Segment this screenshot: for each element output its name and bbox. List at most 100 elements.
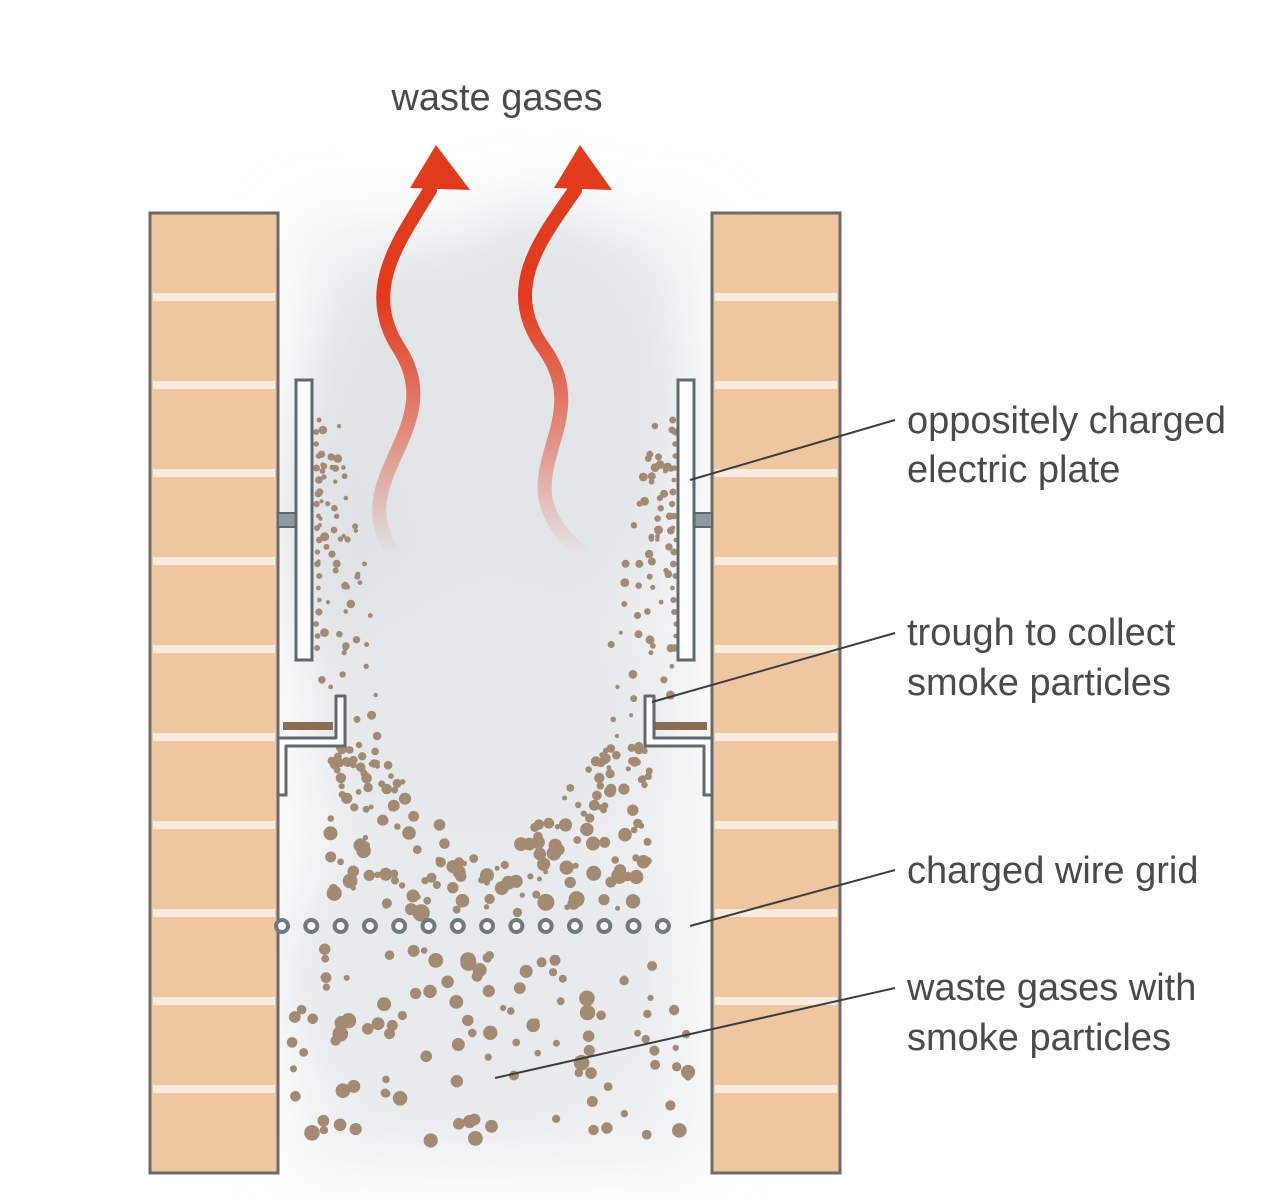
smoke-particle bbox=[382, 901, 391, 909]
wire-grid-dot bbox=[479, 918, 496, 934]
smoke-particle bbox=[556, 997, 565, 1006]
smoke-particle bbox=[338, 783, 345, 790]
smoke-particle bbox=[483, 904, 490, 910]
smoke-particle bbox=[341, 533, 346, 539]
smoke-particle bbox=[606, 765, 612, 771]
smoke-particle bbox=[672, 453, 678, 459]
smoke-particle bbox=[654, 525, 663, 535]
smoke-particle bbox=[615, 684, 620, 690]
smoke-particle bbox=[374, 871, 381, 878]
smoke-particle bbox=[333, 766, 341, 774]
smoke-particle bbox=[643, 837, 652, 846]
smoke-particle bbox=[317, 1114, 330, 1127]
smoke-particle bbox=[358, 766, 366, 773]
smoke-particle bbox=[314, 525, 320, 531]
smoke-particle bbox=[564, 876, 576, 889]
smoke-particle bbox=[329, 759, 338, 769]
smoke-particle bbox=[350, 803, 359, 812]
smoke-particle bbox=[621, 559, 630, 568]
smoke-particle bbox=[343, 609, 349, 614]
smoke-particle bbox=[299, 1048, 308, 1057]
smoke-particle bbox=[316, 513, 321, 519]
smoke-particle bbox=[482, 984, 495, 998]
smoke-particle bbox=[368, 761, 375, 767]
mortar-line bbox=[153, 909, 275, 917]
smoke-particle bbox=[635, 559, 644, 568]
smoke-particle bbox=[630, 826, 638, 834]
smoke-particle bbox=[580, 822, 594, 837]
smoke-particle bbox=[580, 810, 587, 817]
smoke-particle bbox=[383, 760, 393, 770]
smoke-particle bbox=[353, 715, 361, 723]
smoke-particle bbox=[355, 741, 363, 749]
smoke-particle bbox=[455, 893, 470, 908]
smoke-particle bbox=[368, 804, 374, 810]
smoke-particle bbox=[634, 758, 641, 766]
smoke-particle bbox=[379, 867, 393, 881]
smoke-particle bbox=[316, 573, 323, 579]
smoke-particle bbox=[363, 869, 375, 882]
smoke-particle bbox=[339, 671, 346, 678]
smoke-particle bbox=[352, 636, 361, 644]
smoke-particle bbox=[325, 600, 331, 605]
smoke-particle bbox=[433, 819, 446, 831]
right-charged-plate bbox=[676, 378, 713, 662]
smoke-particle bbox=[353, 528, 358, 533]
smoke-particle bbox=[610, 716, 616, 723]
smoke-particle bbox=[333, 752, 342, 761]
smoke-particle bbox=[647, 472, 656, 481]
smoke-particle bbox=[574, 1068, 584, 1078]
smoke-particle bbox=[558, 974, 567, 983]
smoke-particle bbox=[500, 860, 509, 870]
smoke-particle bbox=[350, 761, 357, 769]
smoke-particle bbox=[669, 500, 676, 508]
smoke-particle bbox=[638, 472, 648, 482]
smoke-particle bbox=[453, 1118, 465, 1130]
smoke-particle bbox=[341, 465, 346, 470]
trough-label-line-1: trough to collect bbox=[907, 612, 1176, 654]
smoke-particle bbox=[482, 953, 493, 963]
smoke-particle bbox=[669, 663, 675, 669]
smoke-particle bbox=[603, 1082, 613, 1091]
smoke-particle bbox=[664, 462, 672, 470]
smoke-particle bbox=[321, 474, 327, 480]
smoke-particle bbox=[392, 778, 402, 788]
smoke-particle bbox=[507, 1007, 515, 1015]
smoke-particle bbox=[439, 838, 450, 849]
smoke-particle bbox=[410, 987, 422, 1000]
smoke-particle bbox=[304, 1125, 320, 1141]
smoke-particle bbox=[594, 772, 605, 784]
smoke-particle bbox=[314, 549, 320, 555]
smoke-particle bbox=[315, 453, 322, 459]
smoke-particle bbox=[513, 982, 526, 994]
smoke-particle bbox=[388, 773, 394, 779]
smoke-particle bbox=[562, 795, 568, 801]
smoke-particle bbox=[599, 752, 606, 758]
smoke-particle bbox=[323, 543, 330, 550]
smoke-particle bbox=[670, 560, 677, 568]
smoke-particle bbox=[363, 841, 370, 849]
smoke-particle bbox=[494, 865, 500, 871]
smoke-particle bbox=[408, 810, 419, 822]
plate-label-line-2: electric plate bbox=[907, 449, 1120, 491]
smoke-particle bbox=[596, 782, 605, 790]
gases-label: waste gases with smoke particles bbox=[906, 967, 1207, 1059]
mortar-line bbox=[715, 645, 837, 653]
mortar-line bbox=[153, 733, 275, 741]
smoke-particle bbox=[636, 855, 651, 869]
mortar-line bbox=[153, 469, 275, 477]
smoke-particle bbox=[607, 640, 615, 649]
smoke-particle bbox=[330, 526, 338, 534]
smoke-particle bbox=[377, 997, 392, 1012]
wire-grid-dot bbox=[274, 918, 290, 934]
smoke-particle bbox=[537, 857, 551, 871]
smoke-particle bbox=[619, 976, 629, 986]
smoke-particle bbox=[669, 416, 677, 424]
smoke-particle bbox=[314, 645, 321, 651]
smoke-particle bbox=[319, 943, 331, 955]
smoke-particle bbox=[618, 827, 632, 842]
smoke-particle bbox=[634, 630, 643, 639]
smoke-particle bbox=[588, 1124, 599, 1136]
wire-grid-dot bbox=[303, 918, 320, 934]
